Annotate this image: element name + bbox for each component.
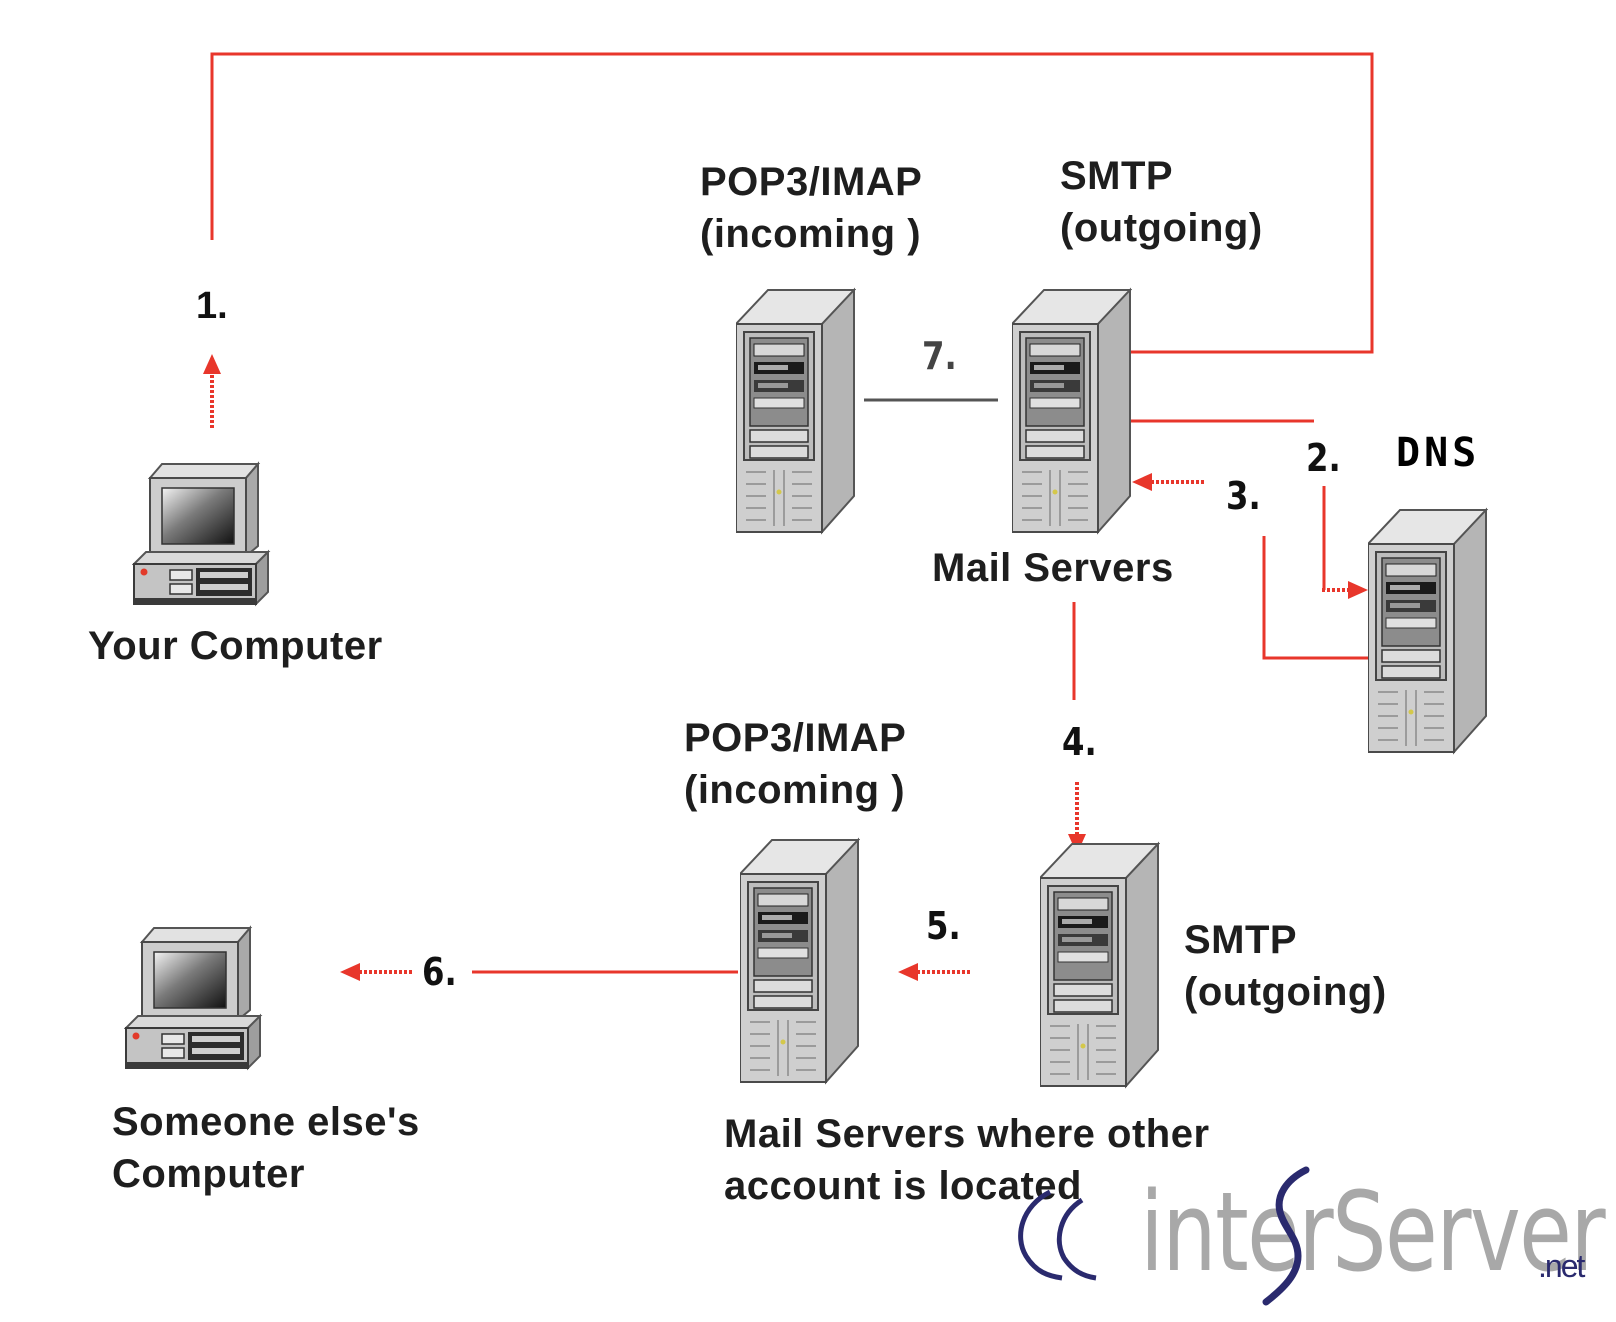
- your-computer-label: Your Computer: [88, 624, 383, 668]
- recipient-smtp-label: SMTP (outgoing): [1184, 914, 1387, 1018]
- your-computer-icon: [133, 463, 269, 605]
- sender-pop3-server-icon: [736, 289, 855, 533]
- recipient-pop3-label-line1: POP3/IMAP: [684, 716, 907, 760]
- logo-brand-text: interServer: [1140, 1168, 1606, 1296]
- recipient-smtp-server-icon: [1040, 843, 1159, 1087]
- connector-step-1: [210, 52, 1374, 354]
- sender-mail-servers-label: Mail Servers: [932, 546, 1174, 590]
- sender-smtp-label: SMTP (outgoing): [1060, 150, 1263, 254]
- dns-server-icon: [1368, 509, 1487, 753]
- sender-pop3-label-line1: POP3/IMAP: [700, 160, 923, 204]
- logo-tld-text: .net: [1538, 1248, 1585, 1284]
- dns-label: DNS: [1396, 430, 1481, 476]
- sender-smtp-label-line2: (outgoing): [1060, 206, 1263, 250]
- step-6-label: 6.: [422, 950, 457, 994]
- step-1-label: 1.: [196, 285, 228, 327]
- someone-else-computer-label-line1: Someone else's: [112, 1100, 420, 1144]
- step-2-label: 2.: [1306, 436, 1341, 480]
- step-3-label: 3.: [1226, 474, 1261, 518]
- sender-smtp-server-icon: [1012, 289, 1131, 533]
- someone-else-computer-label: Someone else's Computer: [112, 1096, 420, 1200]
- step-4-label: 4.: [1062, 720, 1097, 764]
- arrow-step-1: [203, 354, 221, 428]
- recipient-pop3-server-icon: [740, 839, 859, 1083]
- someone-else-computer-label-line2: Computer: [112, 1152, 305, 1196]
- recipient-mail-servers-label-line1: Mail Servers where other: [724, 1112, 1210, 1156]
- recipient-smtp-label-line1: SMTP: [1184, 918, 1298, 962]
- recipient-smtp-label-line2: (outgoing): [1184, 970, 1387, 1014]
- arrow-step-5: [898, 963, 970, 981]
- sender-smtp-label-line1: SMTP: [1060, 154, 1174, 198]
- connector-step-3: [1262, 536, 1372, 660]
- logo-s-swash-icon: [1262, 1166, 1310, 1306]
- recipient-pop3-label-line2: (incoming ): [684, 768, 906, 812]
- recipient-mail-servers-label: Mail Servers where other account is loca…: [724, 1108, 1210, 1212]
- someone-else-computer-icon: [125, 927, 261, 1069]
- logo-swoosh-icon: [1018, 1189, 1097, 1281]
- arrow-step-2: [1322, 581, 1368, 599]
- arrow-step-3: [1132, 473, 1204, 491]
- sender-pop3-label: POP3/IMAP (incoming ): [700, 156, 922, 260]
- recipient-pop3-label: POP3/IMAP (incoming ): [684, 712, 906, 816]
- sender-pop3-label-line2: (incoming ): [700, 212, 922, 256]
- step-7-label: 7.: [922, 334, 957, 378]
- step-5-label: 5.: [926, 904, 961, 948]
- recipient-mail-servers-label-line2: account is located: [724, 1164, 1082, 1208]
- arrow-step-6: [340, 963, 412, 981]
- interserver-logo: interServer .net: [1018, 1166, 1606, 1320]
